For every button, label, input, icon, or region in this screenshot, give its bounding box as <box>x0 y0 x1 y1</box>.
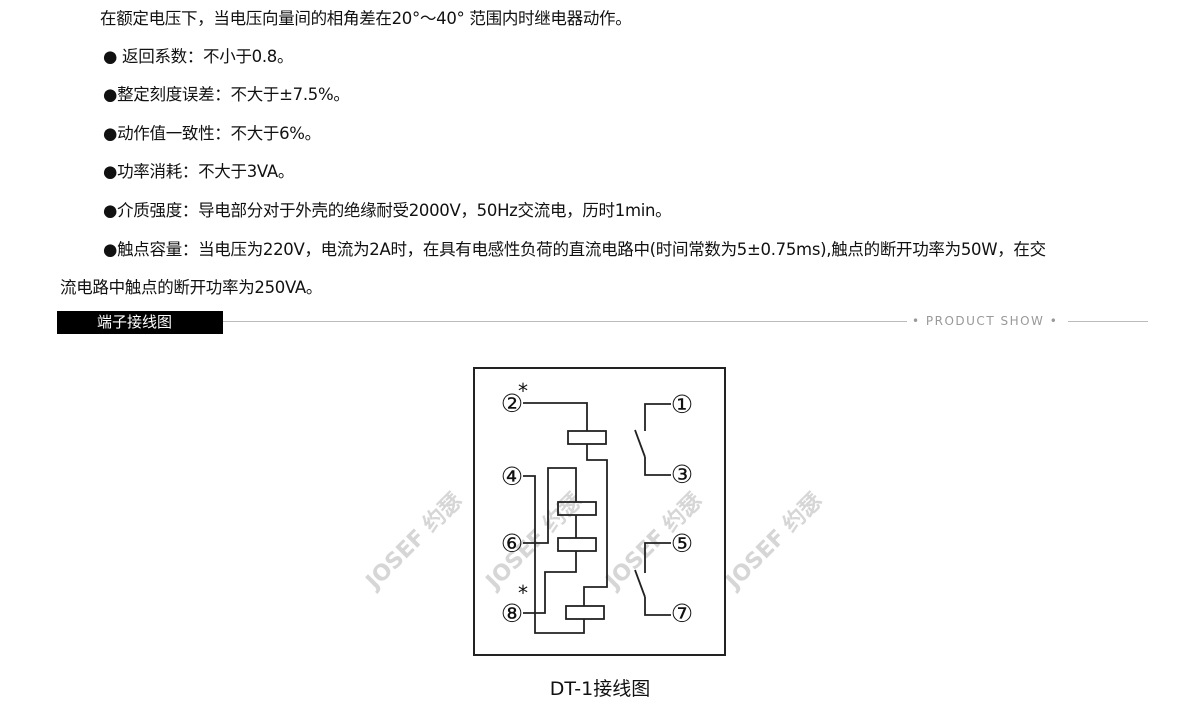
divider <box>223 321 907 322</box>
paragraph: 在额定电压下，当电压向量间的相角差在20°～40° 范围内时继电器动作。 <box>100 9 632 28</box>
spec-power-consumption: ●功率消耗：不大于3VA。 <box>103 162 295 181</box>
divider <box>1068 321 1148 322</box>
coil <box>565 605 605 620</box>
contact-wire <box>644 597 671 616</box>
coil <box>557 501 597 516</box>
terminal-3: ③ <box>671 460 693 489</box>
polarity-mark: * <box>518 581 528 605</box>
spec-scale-error: ●整定刻度误差：不大于±7.5%。 <box>103 85 350 104</box>
watermarks: JOSEF 约瑟 JOSEF 约瑟 JOSEF 约瑟 JOSEF 约瑟 <box>359 488 827 596</box>
coil <box>557 537 597 552</box>
spec-contact-capacity: ●触点容量：当电压为220V，电流为2A时，在具有电感性负荷的直流电路中(时间常… <box>103 240 1046 259</box>
contact-wire <box>644 542 671 573</box>
contact-wire <box>644 403 671 431</box>
spec-return-coefficient: ● 返回系数：不小于0.8。 <box>103 47 294 66</box>
spec-dielectric-strength: ●介质强度：导电部分对于外壳的绝缘耐受2000V，50Hz交流电，历时1min。 <box>103 201 672 220</box>
terminal-5: ⑤ <box>671 529 693 558</box>
wire <box>523 402 588 431</box>
wire <box>523 475 585 634</box>
contact-wire <box>644 457 671 476</box>
diagram-frame <box>473 367 726 656</box>
terminal-2: ② <box>501 389 523 418</box>
wire <box>523 467 577 544</box>
terminal-7: ⑦ <box>671 599 693 628</box>
terminal-8: ⑧ <box>501 599 523 628</box>
polarity-mark: * <box>518 379 528 403</box>
terminal-4: ④ <box>501 462 523 491</box>
wire <box>523 551 577 614</box>
terminal-6: ⑥ <box>501 529 523 558</box>
wire <box>583 444 608 606</box>
watermark: JOSEF 约瑟 <box>359 488 467 596</box>
spec-contact-capacity-cont: 流电路中触点的断开功率为250VA。 <box>60 278 323 297</box>
section-subtitle: • PRODUCT SHOW • <box>912 314 1059 328</box>
terminal-1: ① <box>671 390 693 419</box>
contact-switch <box>634 429 646 458</box>
section-title: 端子接线图 <box>57 311 223 334</box>
watermark: JOSEF 约瑟 <box>719 488 827 596</box>
spec-consistency: ●动作值一致性：不大于6%。 <box>103 124 321 143</box>
diagram-caption: DT-1接线图 <box>549 678 651 700</box>
coil <box>567 430 607 445</box>
watermark: JOSEF 约瑟 <box>479 488 587 596</box>
contact-switch <box>634 569 646 598</box>
